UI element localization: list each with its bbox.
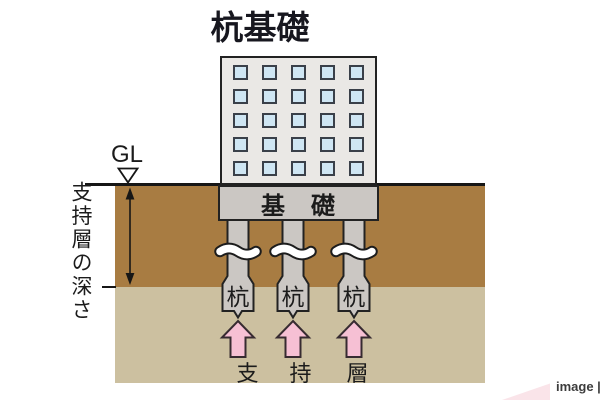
layer-boundary-tick [102, 286, 116, 288]
bearing-layer-char-2: 持 [289, 361, 312, 386]
building-window [262, 89, 277, 104]
diagram-title: 杭基礎 [210, 9, 310, 46]
foundation-label: 基 礎 [261, 192, 336, 220]
building-window [320, 65, 335, 80]
building [220, 56, 377, 185]
building-window [262, 161, 277, 176]
building-window [320, 113, 335, 128]
building-window [233, 113, 248, 128]
building-windows [222, 58, 375, 183]
gl-label: GL [110, 141, 143, 168]
building-window [233, 65, 248, 80]
bearing-layer-char-1: 支 [236, 361, 259, 386]
building-window [320, 89, 335, 104]
building-window [349, 89, 364, 104]
building-window [320, 161, 335, 176]
building-window [349, 137, 364, 152]
building-window [262, 65, 277, 80]
building-window [291, 113, 306, 128]
building-window [291, 161, 306, 176]
building-window [291, 89, 306, 104]
foundation-block: 基 礎 [218, 185, 379, 221]
building-window [233, 137, 248, 152]
building-window [320, 137, 335, 152]
building-window [291, 137, 306, 152]
bearing-layer-char-3: 層 [346, 361, 369, 386]
watermark-text: image | [556, 379, 600, 394]
gl-marker-icon [116, 167, 140, 185]
building-window [349, 65, 364, 80]
watermark-wedge [502, 383, 550, 400]
pile-label-middle: 杭 [281, 284, 305, 310]
building-window [233, 161, 248, 176]
building-window [349, 113, 364, 128]
building-window [262, 113, 277, 128]
building-window [291, 65, 306, 80]
building-window [349, 161, 364, 176]
building-window [233, 89, 248, 104]
depth-label: 支持層の深さ [69, 181, 92, 322]
pile-label-right: 杭 [342, 284, 366, 310]
building-window [262, 137, 277, 152]
pile-label-left: 杭 [226, 284, 250, 310]
